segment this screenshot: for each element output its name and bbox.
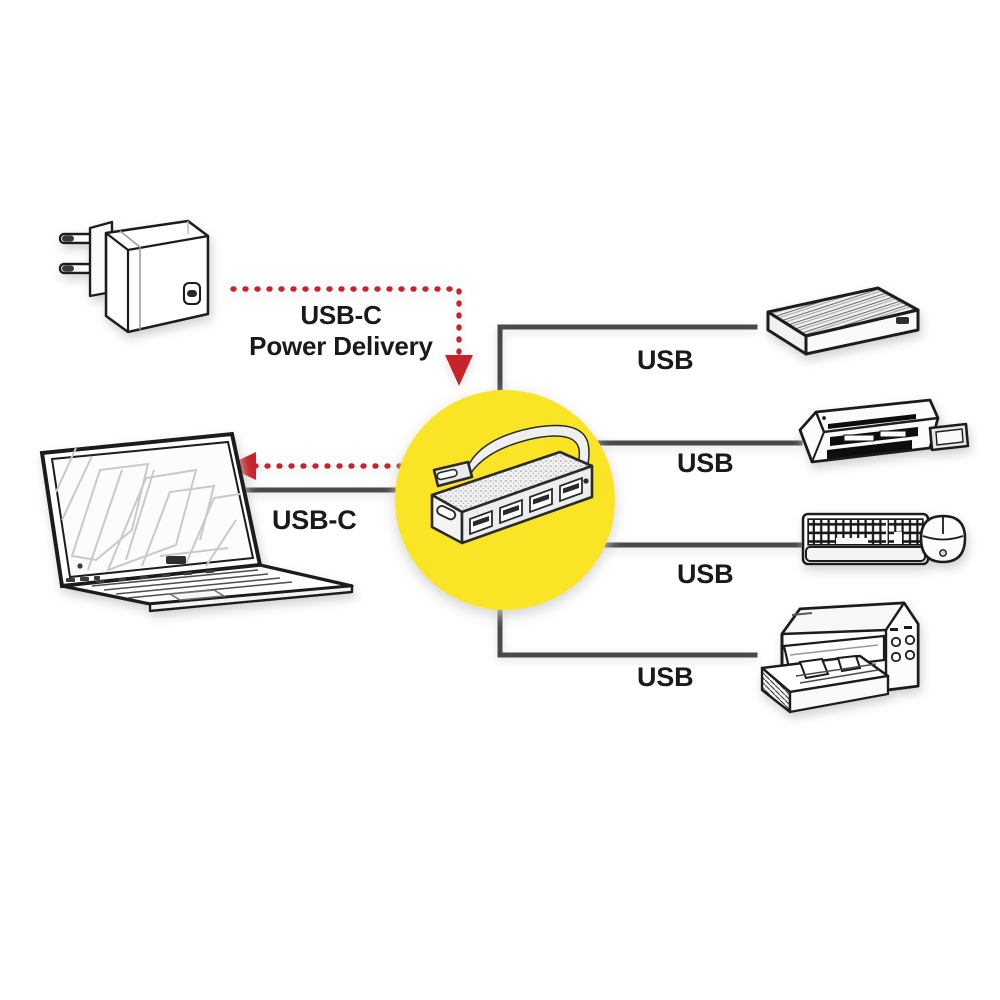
power-delivery-dotted-line bbox=[230, 286, 462, 363]
label-power-delivery: USB-C Power Delivery bbox=[246, 300, 436, 361]
external-drive-icon bbox=[766, 286, 920, 356]
power-delivery-arrowhead bbox=[445, 355, 473, 386]
usb-hub-icon bbox=[430, 424, 594, 545]
usb-hub-node bbox=[395, 390, 615, 610]
printer-icon bbox=[760, 601, 920, 714]
hub-usb-c-power-port bbox=[436, 505, 457, 521]
label-host-usb-c: USB-C bbox=[272, 505, 357, 535]
laptop-arrowhead bbox=[226, 452, 256, 480]
label-usb-port-4: USB bbox=[637, 662, 694, 692]
label-usb-port-1: USB bbox=[637, 345, 694, 375]
power-delivery-paths bbox=[226, 286, 473, 480]
power-adapter-icon bbox=[58, 219, 210, 334]
label-usb-port-2: USB bbox=[677, 448, 734, 478]
card-reader-icon bbox=[798, 398, 970, 464]
label-power-delivery-line2: Power Delivery bbox=[249, 330, 433, 361]
hub-usb-a-ports bbox=[469, 476, 583, 536]
laptop-icon bbox=[39, 431, 354, 613]
label-usb-port-3: USB bbox=[677, 559, 734, 589]
label-power-delivery-line1: USB-C bbox=[300, 300, 382, 330]
keyboard-mouse-icon bbox=[801, 512, 967, 566]
